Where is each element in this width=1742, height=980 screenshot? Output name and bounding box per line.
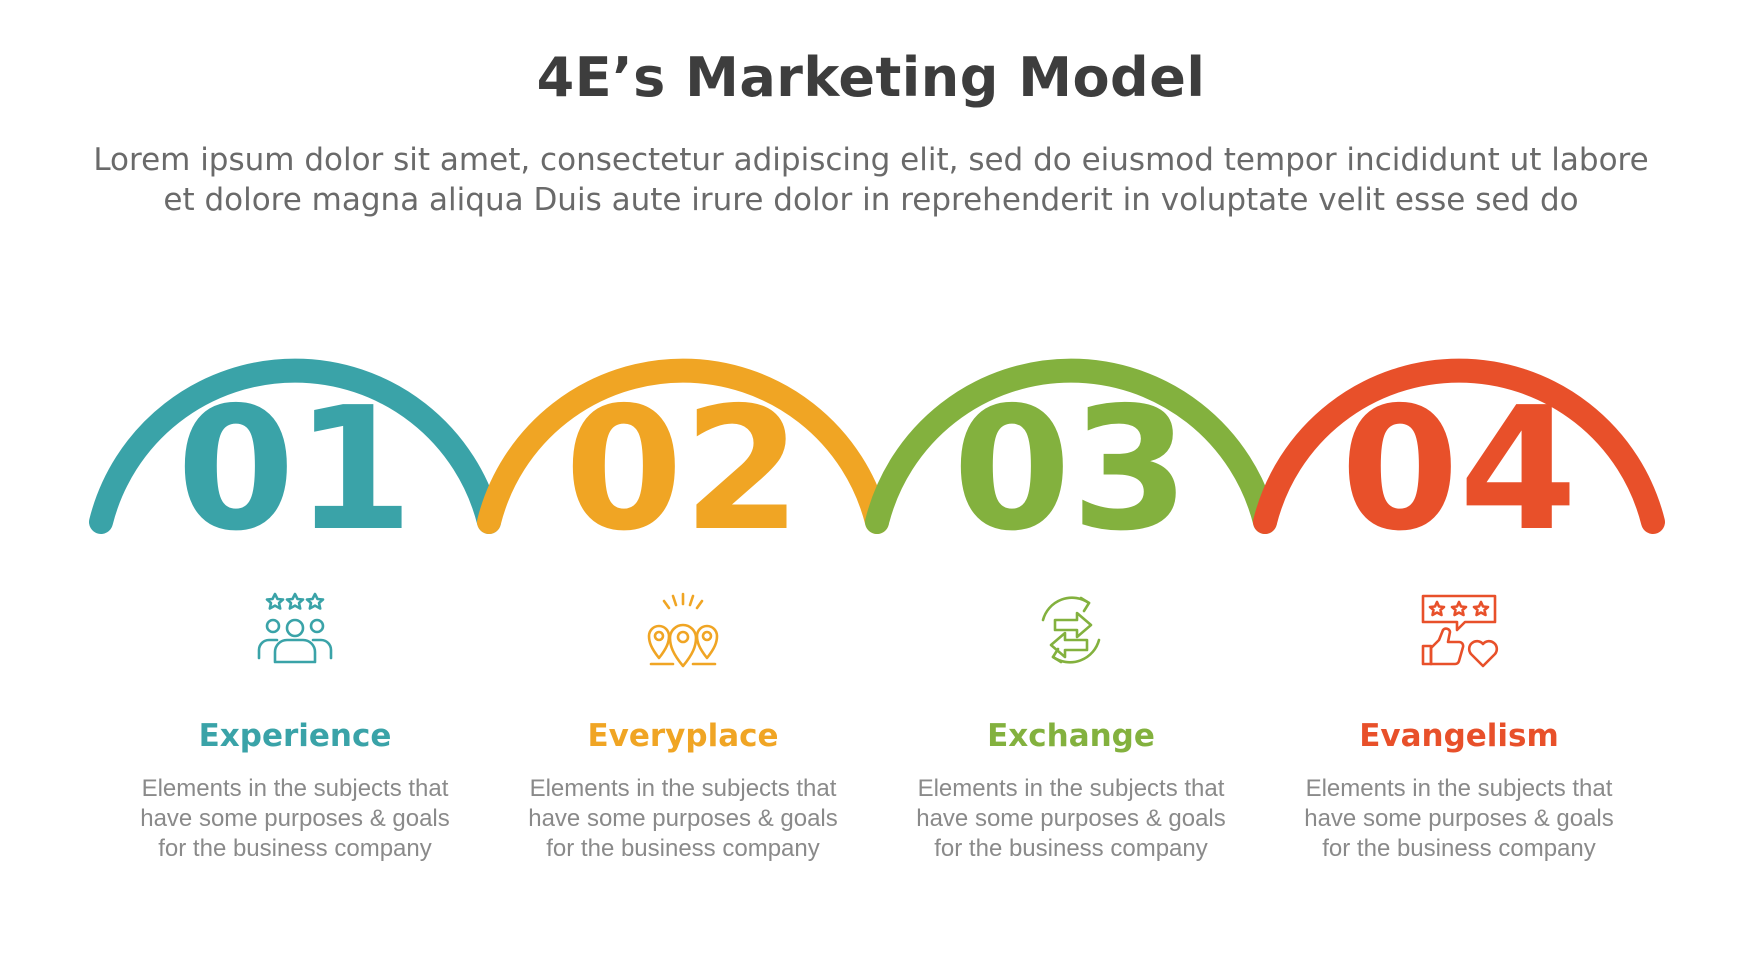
arc-step-2 [477,358,889,534]
desc-line: Elements in the subjects that [1305,775,1613,802]
desc-line: have some purposes & goals [140,805,450,832]
step-number-2: 02 [565,371,802,569]
step-card-experience: Experience Elements in the subjects that… [125,590,465,864]
desc-line: Elements in the subjects that [141,775,449,802]
desc-line: have some purposes & goals [916,805,1226,832]
step-number-1: 01 [177,371,414,569]
step-card-exchange: Exchange Elements in the subjects that h… [901,590,1241,864]
step-heading-evangelism: Evangelism [1359,718,1559,754]
step-description-evangelism: Elements in the subjects that have some … [1289,774,1629,864]
step-card-evangelism: Evangelism Elements in the subjects that… [1289,590,1629,864]
arc-step-1 [89,358,501,534]
desc-line: for the business company [1322,835,1596,862]
desc-line: Elements in the subjects that [529,775,837,802]
desc-line: Elements in the subjects that [917,775,1225,802]
step-number-3: 03 [953,371,1190,569]
subtitle-line-1: Lorem ipsum dolor sit amet, consectetur … [93,142,1649,178]
exchange-arrows-icon [1041,596,1101,664]
step-heading-exchange: Exchange [987,718,1155,754]
page-title: 4E’s Marketing Model [536,46,1206,109]
desc-line: have some purposes & goals [1304,805,1614,832]
location-pins-icon [647,592,719,668]
step-description-exchange: Elements in the subjects that have some … [901,774,1241,864]
step-heading-everyplace: Everyplace [587,718,779,754]
step-heading-experience: Experience [198,718,392,754]
step-description-everyplace: Elements in the subjects that have some … [513,774,853,864]
step-number-4: 04 [1341,371,1578,569]
desc-line: for the business company [546,835,820,862]
arc-step-3 [865,358,1277,534]
arc-step-4 [1253,358,1665,534]
step-card-everyplace: Everyplace Elements in the subjects that… [513,590,853,864]
people-rating-icon [257,592,333,664]
subtitle-line-2: et dolore magna aliqua Duis aute irure d… [163,182,1579,218]
review-like-heart-icon [1421,594,1499,668]
desc-line: have some purposes & goals [528,805,838,832]
desc-line: for the business company [934,835,1208,862]
step-description-experience: Elements in the subjects that have some … [125,774,465,864]
desc-line: for the business company [158,835,432,862]
page-subtitle: Lorem ipsum dolor sit amet, consectetur … [71,140,1671,220]
